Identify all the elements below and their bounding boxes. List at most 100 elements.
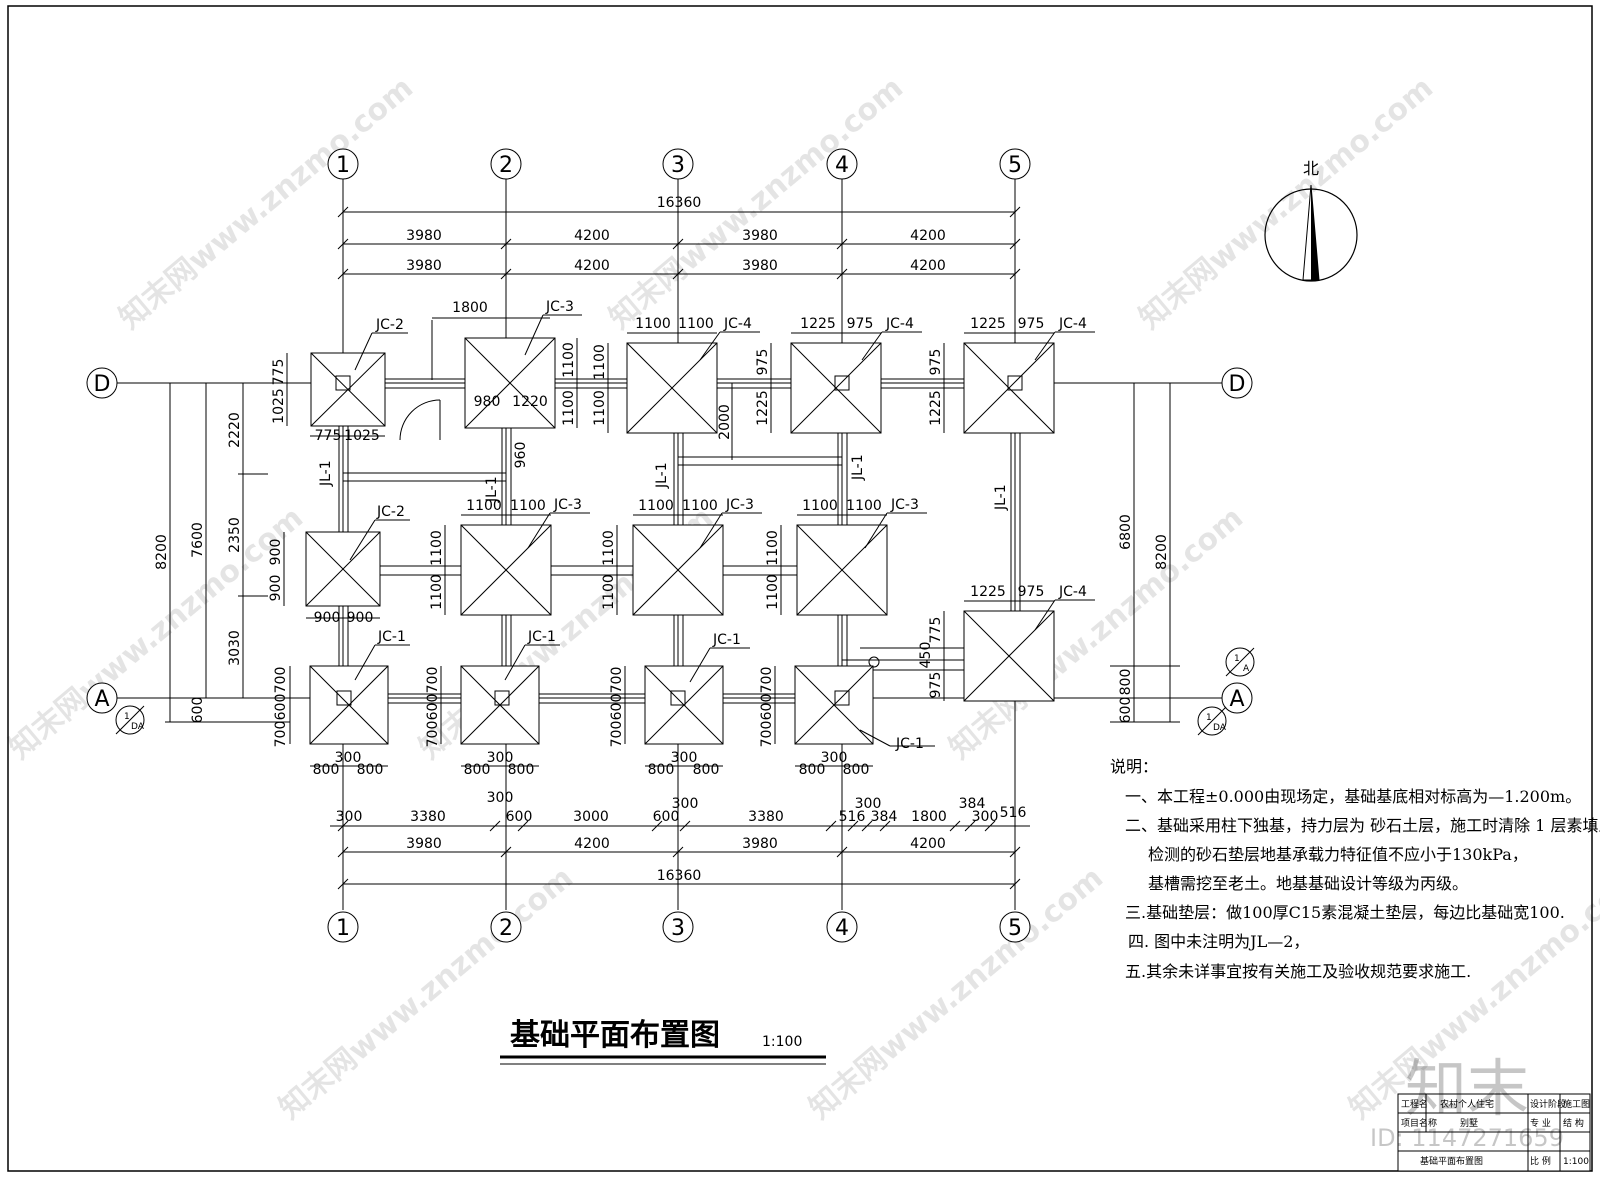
svg-text:1100: 1100 — [561, 342, 577, 378]
sheet-border — [7, 5, 1593, 1172]
svg-text:JC-2: JC-2 — [375, 317, 404, 333]
svg-text:800: 800 — [648, 762, 675, 778]
svg-text:300: 300 — [487, 750, 514, 766]
footing-dim-texts: 1100 1100 1225 975 1225 975 980 1220 775… — [268, 316, 1044, 778]
brand-logo: 知末 — [1405, 1052, 1529, 1125]
svg-text:农村个人住宅: 农村个人住宅 — [1440, 1098, 1494, 1110]
svg-text:775: 775 — [315, 428, 342, 444]
svg-text:8200: 8200 — [154, 534, 170, 570]
svg-text:516: 516 — [839, 809, 866, 825]
svg-text:800: 800 — [693, 762, 720, 778]
svg-text:1100: 1100 — [802, 498, 838, 514]
footing-jc3 — [796, 524, 888, 616]
svg-text:450: 450 — [918, 642, 934, 669]
axis-label-1: 1 — [336, 153, 350, 178]
svg-text:2220: 2220 — [227, 412, 243, 448]
bottom-dimension-texts: 300 3380 600 3000 600 3380 516 384 1800 … — [336, 790, 1027, 884]
svg-text:2350: 2350 — [227, 517, 243, 553]
svg-text:600: 600 — [190, 697, 206, 724]
svg-text:6800: 6800 — [1118, 514, 1134, 550]
right-dimension-lines — [1110, 382, 1180, 723]
axis-label-a: A — [94, 687, 109, 712]
svg-text:2000: 2000 — [717, 404, 733, 440]
svg-text:800: 800 — [313, 762, 340, 778]
footing-dim-lines — [283, 332, 1054, 767]
note-line: 二、基础采用柱下独基，持力层为 砂石土层，施工时清除 1 层素填土， — [1125, 816, 1600, 835]
svg-text:3030: 3030 — [227, 630, 243, 666]
title-text: 基础平面布置图 — [510, 1018, 720, 1053]
axis-label-5: 5 — [1008, 916, 1022, 941]
notes: 说明： 一、本工程±0.000由现场定，基础基底相对标高为—1.200m。 二、… — [1110, 757, 1600, 981]
axis-bubbles-bottom: 1 2 3 4 5 — [327, 911, 1031, 943]
svg-text:1100: 1100 — [635, 316, 671, 332]
note-line: 一、本工程±0.000由现场定，基础基底相对标高为—1.200m。 — [1125, 787, 1581, 806]
axis-label-5: 5 — [1008, 153, 1022, 178]
svg-text:JC-3: JC-3 — [725, 497, 754, 513]
footings — [305, 337, 1055, 745]
svg-text:384: 384 — [959, 796, 986, 812]
svg-text:4200: 4200 — [910, 228, 946, 244]
bottom-dimension-lines — [330, 820, 1030, 890]
dim-overall-bottom: 16360 — [657, 868, 702, 884]
svg-text:A: A — [1243, 664, 1250, 674]
svg-text:基础平面布置图: 基础平面布置图 — [1420, 1155, 1483, 1167]
footing-jc1 — [460, 665, 540, 745]
svg-text:工程名: 工程名 — [1401, 1098, 1428, 1110]
svg-text:项目名称: 项目名称 — [1401, 1117, 1437, 1129]
svg-text:900: 900 — [268, 575, 284, 602]
svg-text:JC-1: JC-1 — [895, 736, 924, 752]
svg-text:1800: 1800 — [911, 809, 947, 825]
svg-text:JC-1: JC-1 — [712, 632, 741, 648]
svg-text:980: 980 — [474, 394, 501, 410]
svg-text:1225: 1225 — [970, 584, 1006, 600]
svg-text:775: 775 — [271, 359, 287, 386]
svg-text:800: 800 — [799, 762, 826, 778]
axis-bubbles-top: 1 2 3 4 5 — [327, 148, 1031, 180]
svg-text:4200: 4200 — [574, 836, 610, 852]
title-block: 工程名 农村个人住宅 设计阶段 施工图 项目名称 别墅 专 业 结 构 基础平面… — [1397, 1093, 1591, 1172]
svg-text:1100: 1100 — [765, 530, 781, 566]
svg-text:975: 975 — [928, 349, 944, 376]
svg-text:别墅: 别墅 — [1460, 1118, 1478, 1129]
svg-text:1:100: 1:100 — [1563, 1157, 1589, 1167]
drawing-title: 基础平面布置图 1:100 — [500, 1018, 826, 1065]
svg-text:1100: 1100 — [765, 574, 781, 610]
top-dimension-lines — [337, 206, 1021, 280]
svg-text:800: 800 — [843, 762, 870, 778]
svg-text:1220: 1220 — [512, 394, 548, 410]
svg-text:4200: 4200 — [574, 228, 610, 244]
svg-text:3000: 3000 — [573, 809, 609, 825]
svg-text:4200: 4200 — [910, 836, 946, 852]
svg-text:600: 600 — [273, 694, 289, 721]
svg-text:1100: 1100 — [592, 390, 608, 426]
svg-text:300: 300 — [671, 750, 698, 766]
footing-jc3 — [464, 337, 556, 429]
svg-text:800: 800 — [464, 762, 491, 778]
svg-text:4200: 4200 — [910, 258, 946, 274]
svg-text:JC-4: JC-4 — [885, 316, 914, 332]
svg-text:1800: 1800 — [452, 300, 488, 316]
watermark-text: 知末网www.znzmo.com — [603, 70, 910, 336]
svg-text:700: 700 — [759, 721, 775, 748]
svg-text:JC-1: JC-1 — [527, 629, 556, 645]
svg-text:3980: 3980 — [406, 228, 442, 244]
dim-overall-top: 16360 — [657, 195, 702, 211]
svg-text:3380: 3380 — [410, 809, 446, 825]
title-scale: 1:100 — [762, 1034, 802, 1050]
svg-text:700: 700 — [609, 721, 625, 748]
svg-text:900: 900 — [314, 610, 341, 626]
footing-jc1 — [309, 665, 389, 745]
svg-text:1225: 1225 — [928, 390, 944, 426]
svg-text:1025: 1025 — [271, 388, 287, 424]
svg-text:1100: 1100 — [846, 498, 882, 514]
svg-text:600: 600 — [1118, 697, 1134, 724]
note-line: 检测的砂石垫层地基承载力特征值不应小于130kPa， — [1148, 845, 1528, 864]
svg-text:1100: 1100 — [638, 498, 674, 514]
watermark-text: 知末网www.znzmo.com — [1133, 70, 1440, 336]
svg-text:1025: 1025 — [344, 428, 380, 444]
svg-text:516: 516 — [1000, 805, 1027, 821]
svg-text:JC-3: JC-3 — [545, 299, 574, 315]
section-marks: 1 DA 1 A 1 DA — [115, 647, 1255, 736]
watermark-text: 知末网www.znzmo.com — [113, 70, 420, 336]
